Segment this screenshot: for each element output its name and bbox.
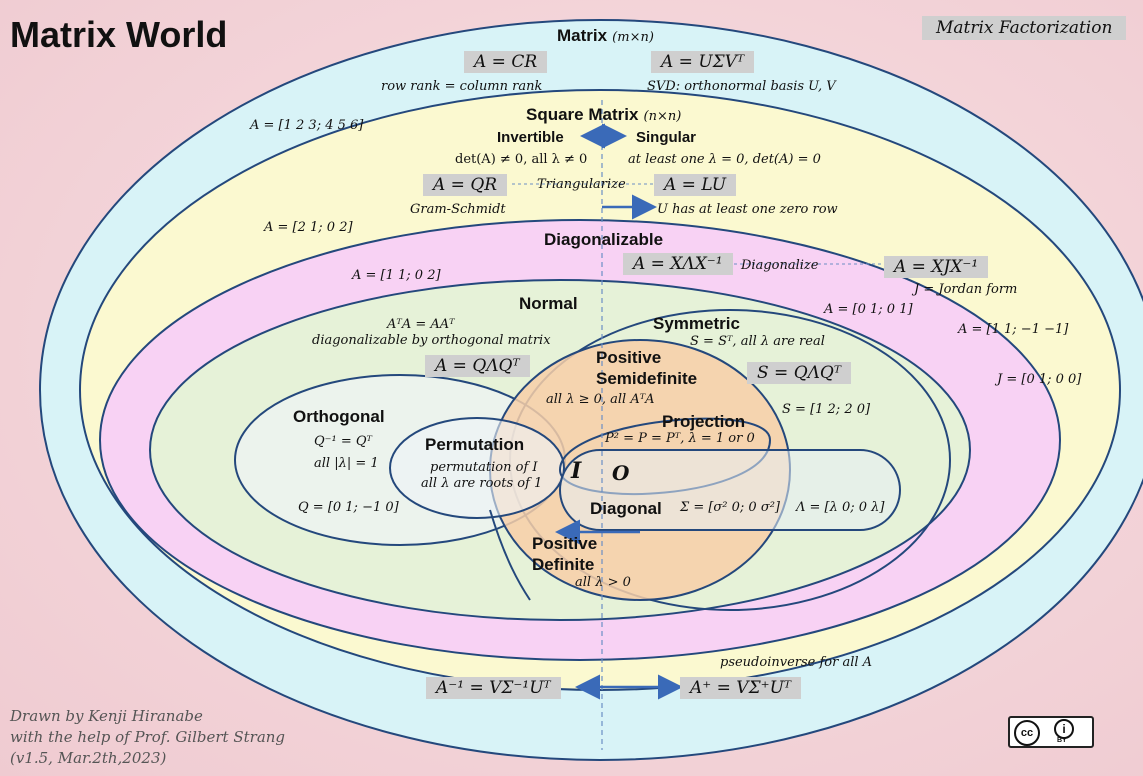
diagonalize-label: Diagonalize xyxy=(741,258,819,273)
square-heading: Square Matrix (n×n) xyxy=(526,105,682,124)
inverse-formula: A⁻¹ = VΣ⁻¹Uᵀ xyxy=(426,677,561,699)
svd-caption: SVD: orthonormal basis U, V xyxy=(647,79,836,94)
matrix-factorization-label: Matrix Factorization xyxy=(922,16,1127,40)
qr-formula: A = QR xyxy=(423,174,508,196)
permutation-heading: Permutation xyxy=(425,435,525,454)
lu-formula: A = LU xyxy=(654,174,737,196)
symmetric-heading: Symmetric xyxy=(653,314,740,333)
projection-caption: P² = P = Pᵀ, λ = 1 or 0 xyxy=(605,431,755,446)
zero-matrix: O xyxy=(612,461,630,485)
cc-icon: cc xyxy=(1014,720,1040,746)
svd-formula: A = UΣVᵀ xyxy=(651,51,755,73)
diagonalizable-example: A = [1 1; 0 2] xyxy=(352,268,441,283)
singular-label: Singular xyxy=(636,129,697,146)
diagonalizable-example-right: A = [0 1; 0 1] xyxy=(824,302,913,317)
cc-license-badge[interactable]: cc i BY xyxy=(1008,716,1094,748)
permutation-caption-1: permutation of I xyxy=(430,460,538,475)
credit-line-2: with the help of Prof. Gilbert Strang xyxy=(10,728,286,746)
jordan-formula: A = XJX⁻¹ xyxy=(884,256,989,278)
pd-curve xyxy=(489,509,531,601)
diagonal-set xyxy=(559,449,901,531)
pd-heading-1: Positive xyxy=(532,534,598,553)
matrix-heading: Matrix (m×n) xyxy=(557,26,654,45)
triangularize-label: Triangularize xyxy=(537,177,626,192)
normal-heading: Normal xyxy=(519,294,578,313)
matrix-example: A = [1 2 3; 4 5 6] xyxy=(250,118,364,133)
page-title: Matrix World xyxy=(10,14,228,55)
normal-caption: diagonalizable by orthogonal matrix xyxy=(312,333,551,348)
cr-formula: A = CR xyxy=(464,51,548,73)
non-diagonalizable-example: A = [1 1; −1 −1] xyxy=(958,322,1069,337)
symmetric-example: S = [1 2; 2 0] xyxy=(782,402,871,417)
orthogonal-definition: Q⁻¹ = Qᵀ xyxy=(314,434,373,449)
qlq-formula: A = QΛQᵀ xyxy=(425,355,530,377)
projection-heading: Projection xyxy=(662,412,746,431)
permutation-caption-2: all λ are roots of 1 xyxy=(421,476,543,491)
credit-line-1: Drawn by Kenji Hiranabe xyxy=(10,707,203,725)
jordan-caption: J = Jordan form xyxy=(914,282,1018,297)
orthogonal-example: Q = [0 1; −1 0] xyxy=(298,500,399,515)
credit-line-3: (v1.5, Mar.2th,2023) xyxy=(10,749,167,767)
xlx-formula: A = XΛX⁻¹ xyxy=(623,253,733,275)
lu-caption: U has at least one zero row xyxy=(657,202,838,217)
permutation-set xyxy=(389,417,565,519)
symmetric-caption: S = Sᵀ, all λ are real xyxy=(690,334,825,349)
orthogonal-heading: Orthogonal xyxy=(293,407,385,426)
gram-schmidt-caption: Gram-Schmidt xyxy=(410,202,506,217)
cr-caption: row rank = column rank xyxy=(381,79,543,94)
invertible-label: Invertible xyxy=(497,129,564,146)
psd-heading-1: Positive xyxy=(596,348,662,367)
diagonal-heading: Diagonal xyxy=(590,499,662,518)
square-example: A = [2 1; 0 2] xyxy=(264,220,353,235)
diagonalizable-heading: Diagonalizable xyxy=(544,230,664,249)
sigma-example: Σ = [σ² 0; 0 σ²] xyxy=(680,500,780,515)
psd-heading-2: Semidefinite xyxy=(596,369,698,388)
jordan-example: J = [0 1; 0 0] xyxy=(997,372,1082,387)
singular-caption: at least one λ = 0, det(A) = 0 xyxy=(628,152,821,167)
pd-caption: all λ > 0 xyxy=(575,575,631,590)
pd-heading-2: Definite xyxy=(532,555,595,574)
sqls-formula: S = QΛQᵀ xyxy=(747,362,851,384)
orthogonal-caption: all |λ| = 1 xyxy=(314,456,379,471)
invertible-caption: det(A) ≠ 0, all λ ≠ 0 xyxy=(455,152,588,167)
normal-definition: AᵀA = AAᵀ xyxy=(387,317,455,332)
attribution-icon: i xyxy=(1054,719,1074,739)
psd-caption: all λ ≥ 0, all AᵀA xyxy=(546,392,655,407)
pseudoinverse-formula: A⁺ = VΣ⁺Uᵀ xyxy=(680,677,802,699)
pseudoinverse-caption: pseudoinverse for all A xyxy=(720,655,873,670)
by-label: BY xyxy=(1057,737,1067,744)
identity-matrix: I xyxy=(571,458,582,484)
lambda-example: Λ = [λ 0; 0 λ] xyxy=(796,500,885,515)
